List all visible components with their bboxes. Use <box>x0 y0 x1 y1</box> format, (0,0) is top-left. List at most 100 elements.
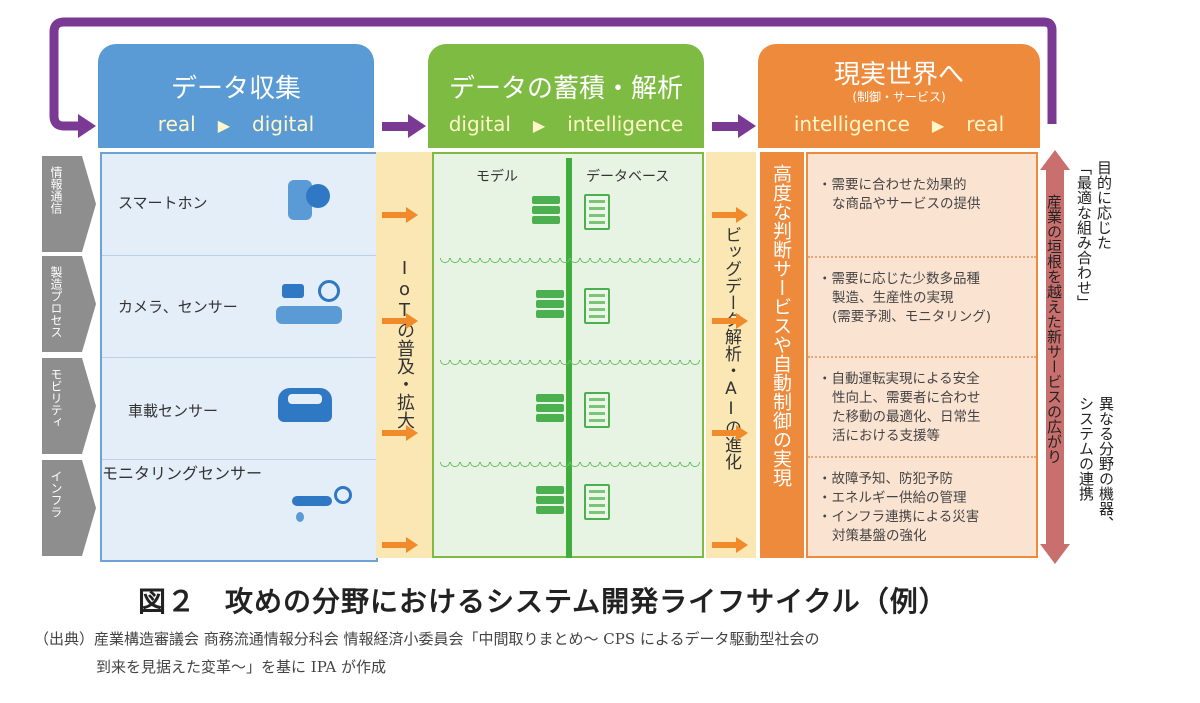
side-tab-chevron <box>82 256 96 352</box>
note-line: システムの連携 <box>1077 396 1095 501</box>
bus-icon <box>318 280 340 302</box>
phase-subtitle: (制御・サービス) <box>852 90 946 104</box>
flow-to: real <box>966 112 1005 136</box>
water-pipe-icon <box>292 496 332 506</box>
service-line: 活における支援等 <box>832 428 940 444</box>
database-header: データベース <box>586 169 670 185</box>
device-row: カメラ、センサー <box>102 256 376 358</box>
figure-caption: 図２ 攻めの分野におけるシステム開発ライフサイクル（例） <box>138 585 948 618</box>
row-divider <box>440 360 700 368</box>
flow-arrow-shaft <box>382 212 408 218</box>
flow-arrow-icon <box>736 207 748 223</box>
service-band-label: 高度な判断サービスや自動制御の実現 <box>770 164 792 487</box>
service-line: (需要予測、モニタリング) <box>832 309 992 325</box>
expansion-double-arrow <box>1040 150 1070 564</box>
phase-title: データの蓄積・解析 <box>448 74 683 104</box>
right-axis-label: 産業の垣根を越えた新サービスの広がり <box>1045 194 1063 464</box>
device-label: カメラ、センサー <box>118 298 238 316</box>
flow-from: real <box>157 112 196 136</box>
iot-band <box>376 152 432 558</box>
note-line: 目的に応じた <box>1095 160 1113 250</box>
service-band <box>760 152 804 558</box>
side-tab-label: 製造プロセス <box>49 266 63 338</box>
feedback-loop-path <box>49 17 1057 138</box>
note-line: 異なる分野の機器、 <box>1097 396 1115 531</box>
car-window-icon <box>288 394 322 404</box>
note-line: 「最適な組み合わせ」 <box>1075 160 1093 310</box>
services-panel <box>806 152 1038 558</box>
device-row: モニタリングセンサー <box>102 460 376 560</box>
service-item: ・需要に応じた少数多品種 製造、生産性の実現 (需要予測、モニタリング) <box>818 270 991 327</box>
flow-arrow-icon <box>736 537 748 553</box>
data-bus-line <box>566 158 572 558</box>
device-row: スマートホン <box>102 154 376 256</box>
right-top-note: 目的に応じた 「最適な組み合わせ」 <box>1074 160 1114 310</box>
service-line: ・エネルギー供給の管理 <box>818 490 967 506</box>
model-server-icon <box>536 486 564 518</box>
flow-arrow-shaft <box>382 430 408 436</box>
service-line: ・自動運転実現による安全 <box>818 371 980 387</box>
row-divider <box>440 258 700 266</box>
flow-arrow-icon <box>406 207 418 223</box>
phase-data-collection: データ収集 real▶digital <box>98 44 374 148</box>
device-row: 車載センサー <box>102 358 376 460</box>
device-label: スマートホン <box>118 194 208 212</box>
feedback-loop-arrow <box>0 0 1200 150</box>
side-tab-manufacturing: 製造プロセス <box>42 256 82 352</box>
model-header: モデル <box>476 169 518 185</box>
right-bottom-note: 異なる分野の機器、 システムの連携 <box>1076 396 1116 531</box>
database-document-icon <box>584 484 610 520</box>
camera-icon <box>282 284 304 298</box>
source-line-1: （出典）産業構造審議会 商務流通情報分科会 情報経済小委員会「中間取りまとめ～ … <box>34 630 820 648</box>
flow-arrow-icon <box>736 425 748 441</box>
phase-title: 現実世界へ <box>833 60 964 90</box>
flow-arrow-icon <box>406 537 418 553</box>
flow-arrow-shaft <box>712 318 738 324</box>
service-divider <box>808 356 1036 358</box>
service-line: ・故障予知、防犯予防 <box>818 471 953 487</box>
iot-band-label: IoTの普及・拡大 <box>394 258 415 429</box>
flow-marker: ▶ <box>931 116 945 135</box>
flow-marker: ▶ <box>217 116 231 135</box>
phase-real-world: 現実世界へ (制御・サービス) intelligence ▶ real <box>758 44 1040 148</box>
side-tab-label: インフラ <box>49 470 63 518</box>
flow-arrow-icon <box>736 313 748 329</box>
service-item: ・需要に合わせた効果的 な商品やサービスの提供 <box>818 176 981 214</box>
water-drop-icon <box>296 512 304 522</box>
flow-from: intelligence <box>793 112 910 136</box>
phase-flow: real▶digital <box>98 112 374 136</box>
flow-arrow-icon <box>406 425 418 441</box>
flow-arrow-shaft <box>382 318 408 324</box>
phase-flow: digital ▶ intelligence <box>428 112 704 136</box>
meter-icon <box>334 486 352 504</box>
service-line: 性向上、需要者に合わせ <box>832 390 981 406</box>
flow-marker: ▶ <box>532 116 546 135</box>
database-document-icon <box>584 392 610 428</box>
side-tab-chevron <box>82 358 96 454</box>
side-tab-chevron <box>82 460 96 556</box>
flow-from: digital <box>448 112 511 136</box>
service-line: た移動の最適化、日常生 <box>832 409 981 425</box>
flow-arrow-shaft <box>382 542 408 548</box>
service-divider <box>808 456 1036 458</box>
source-line-2: 到来を見据えた変革～」を基に IPA が作成 <box>96 658 387 676</box>
flow-arrow-icon <box>406 313 418 329</box>
device-label: 車載センサー <box>128 402 219 420</box>
database-document-icon <box>584 194 610 230</box>
flow-to: intelligence <box>567 112 684 136</box>
service-item: ・自動運転実現による安全 性向上、需要者に合わせ た移動の最適化、日常生 活にお… <box>818 370 981 446</box>
camera-sensor-icon <box>276 306 342 324</box>
row-divider <box>440 462 700 470</box>
service-line: 製造、生産性の実現 <box>832 290 954 306</box>
side-tab-label: 情報通信 <box>49 166 63 214</box>
satellite-dish-icon <box>306 184 330 208</box>
service-line: ・需要に応じた少数多品種 <box>818 271 980 287</box>
car-icon <box>278 388 332 422</box>
service-item: ・故障予知、防犯予防 ・エネルギー供給の管理 ・インフラ連携による災害 対策基盤… <box>818 470 979 546</box>
service-line: な商品やサービスの提供 <box>832 196 981 212</box>
flow-arrow-shaft <box>712 212 738 218</box>
service-line: ・需要に合わせた効果的 <box>818 177 967 193</box>
device-panel: スマートホン カメラ、センサー 車載センサー モニタリングセンサー <box>100 152 378 562</box>
side-tab-chevron <box>82 156 96 252</box>
model-server-icon <box>532 196 560 228</box>
